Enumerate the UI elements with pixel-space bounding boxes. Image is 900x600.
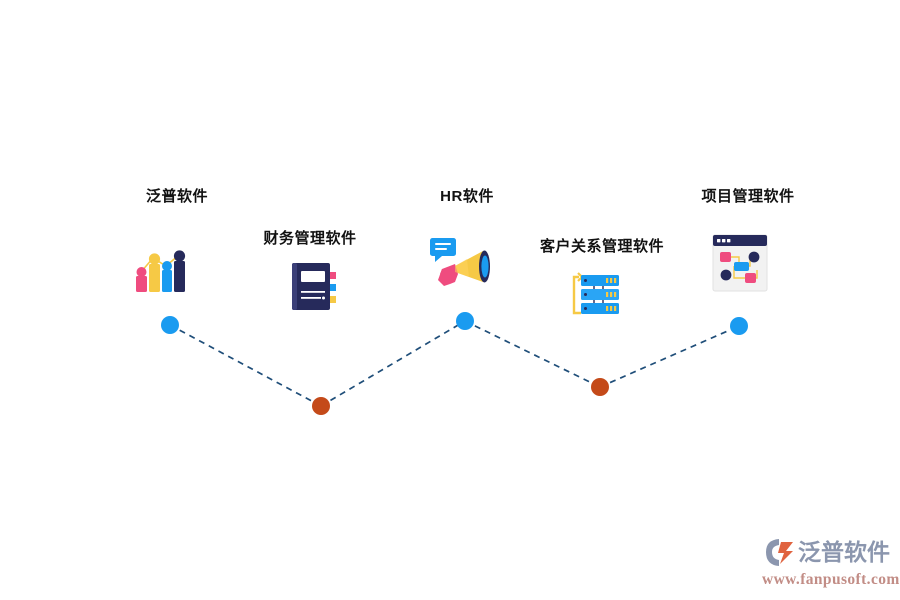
node-label-finance: 财务管理软件: [263, 230, 357, 247]
watermark-brand-row: 泛普软件: [762, 534, 894, 570]
timeline-marker-m2[interactable]: [312, 397, 330, 415]
megaphone-message-icon: [428, 236, 492, 292]
connector-line: [599, 325, 740, 388]
watermark: 泛普软件 www.fanpusoft.com: [762, 534, 900, 596]
server-rack-icon: [570, 271, 622, 319]
node-label-crm: 客户关系管理软件: [539, 238, 664, 255]
timeline-marker-m3[interactable]: [456, 312, 474, 330]
node-label-project: 项目管理软件: [701, 188, 795, 205]
node-label-fanpu: 泛普软件: [145, 188, 208, 205]
connector-line: [169, 324, 322, 407]
timeline-markers: [161, 312, 748, 415]
timeline-marker-m4[interactable]: [591, 378, 609, 396]
connector-segments: [169, 320, 740, 407]
fanpu-logo-icon: [762, 536, 796, 568]
timeline-marker-m1[interactable]: [161, 316, 179, 334]
connector-line: [320, 320, 466, 407]
watermark-brand-text: 泛普软件: [798, 539, 890, 565]
ledger-book-icon: [289, 260, 341, 312]
node-label-hr: HR软件: [440, 188, 494, 205]
connector-line: [464, 320, 601, 388]
timeline-marker-m5[interactable]: [730, 317, 748, 335]
bar-chart-people-icon: [133, 248, 189, 294]
watermark-url-text: www.fanpusoft.com: [762, 571, 900, 588]
project-board-icon: [712, 234, 768, 292]
